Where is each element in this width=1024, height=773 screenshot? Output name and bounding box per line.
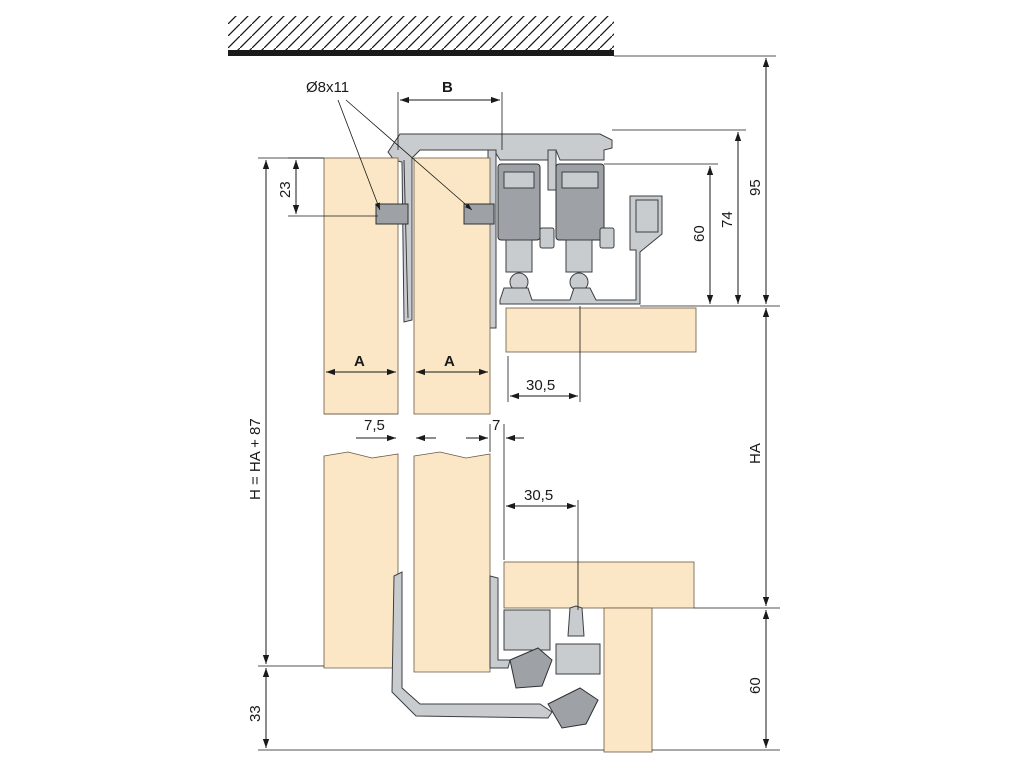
dim-offset-top-label: 30,5 — [526, 377, 555, 394]
dim-b: B — [397, 79, 503, 150]
dim-gap-left-label: 7,5 — [364, 417, 385, 434]
top-running-track — [499, 195, 663, 305]
cabinet-side-panel — [603, 607, 653, 753]
bottom-roller-front — [509, 647, 553, 689]
dim-60-top-label: 60 — [691, 225, 708, 242]
dim-a-right-label: A — [444, 353, 455, 370]
dim-ha-label: HA — [747, 443, 764, 464]
left-door-upper — [323, 157, 399, 415]
dim-h-label: H = HA + 87 — [247, 418, 264, 500]
dim-23: 23 — [277, 157, 378, 217]
dim-60-bottom: 60 — [652, 610, 780, 751]
dowel-label: Ø8x11 — [306, 79, 349, 96]
top-shelf — [505, 307, 697, 353]
dim-gap-left: 7,5 — [356, 417, 436, 442]
dim-h: H = HA + 87 — [247, 157, 324, 667]
bottom-roller-rear — [547, 687, 599, 729]
dim-a-right: A — [416, 353, 488, 376]
top-roller-left — [497, 163, 555, 292]
dim-60-top: 60 — [604, 163, 780, 307]
dim-33-label: 33 — [247, 705, 264, 722]
dowel-callout: Ø8x11 — [306, 79, 473, 211]
dowel-left — [375, 203, 409, 225]
top-rail-profile — [387, 133, 613, 329]
dim-95: 95 — [614, 55, 776, 304]
dim-gap-right: 7 — [466, 417, 524, 560]
dim-95-label: 95 — [747, 179, 764, 196]
dim-gap-right-label: 7 — [492, 417, 500, 434]
door-panels-lower — [323, 451, 491, 673]
dim-offset-bottom: 30,5 — [506, 487, 579, 610]
dim-offset-bottom-label: 30,5 — [524, 487, 553, 504]
dim-ha: HA — [694, 308, 780, 609]
dim-offset-top: 30,5 — [507, 306, 581, 402]
dim-a-left: A — [326, 353, 396, 376]
dim-b-label: B — [442, 79, 453, 96]
bottom-shelf — [503, 561, 695, 609]
ceiling — [228, 16, 614, 56]
right-door-lower — [413, 451, 491, 673]
right-door-upper — [413, 157, 491, 415]
bottom-guide-profile — [391, 571, 601, 729]
dim-74-label: 74 — [719, 211, 736, 228]
dim-23-label: 23 — [277, 181, 294, 198]
dim-33: 33 — [247, 668, 604, 751]
dim-74: 74 — [612, 129, 746, 304]
left-door-lower — [323, 451, 399, 669]
top-roller-right — [555, 163, 615, 292]
dim-60-bottom-label: 60 — [747, 677, 764, 694]
dim-a-left-label: A — [354, 353, 365, 370]
